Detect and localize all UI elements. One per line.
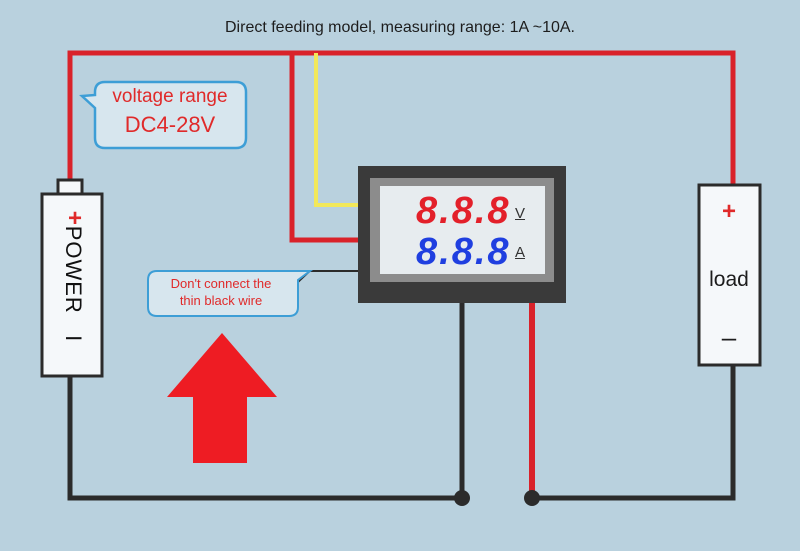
power-plus-sign: + <box>67 205 82 232</box>
red-wire-positive <box>67 50 736 243</box>
yellow-wire <box>314 53 358 207</box>
current-unit: A <box>515 244 526 261</box>
current-digits: 8.8.8 <box>416 231 511 273</box>
load-box <box>697 183 762 367</box>
meter-display <box>380 186 545 274</box>
load-label: load <box>709 268 749 291</box>
battery-body <box>40 192 104 378</box>
voltage-callout-line1: voltage range <box>112 86 228 107</box>
load-plus-sign: + <box>721 198 736 225</box>
junction-dot-load <box>524 490 540 506</box>
voltage-unit: V <box>515 205 526 222</box>
black-wire-load <box>532 365 736 501</box>
power-label: POWER I <box>60 219 86 349</box>
up-arrow <box>167 333 277 463</box>
wire-callout-line2: thin black wire <box>179 293 263 308</box>
junction-dot-ground <box>454 490 470 506</box>
power-minus-sign: I <box>61 335 86 343</box>
voltage-callout-line2: DC4-28V <box>124 112 216 137</box>
load-minus-sign: – <box>721 322 737 352</box>
power-label-text: POWER <box>61 225 86 314</box>
voltage-callout-bubble <box>79 80 248 150</box>
diagram-title: Direct feeding model, measuring range: 1… <box>225 19 575 36</box>
wire-callout-line1: Don't connect the <box>170 276 272 291</box>
wire-callout-bubble <box>147 270 313 317</box>
voltage-digits: 8.8.8 <box>416 190 511 232</box>
black-wire-ground <box>67 303 465 501</box>
